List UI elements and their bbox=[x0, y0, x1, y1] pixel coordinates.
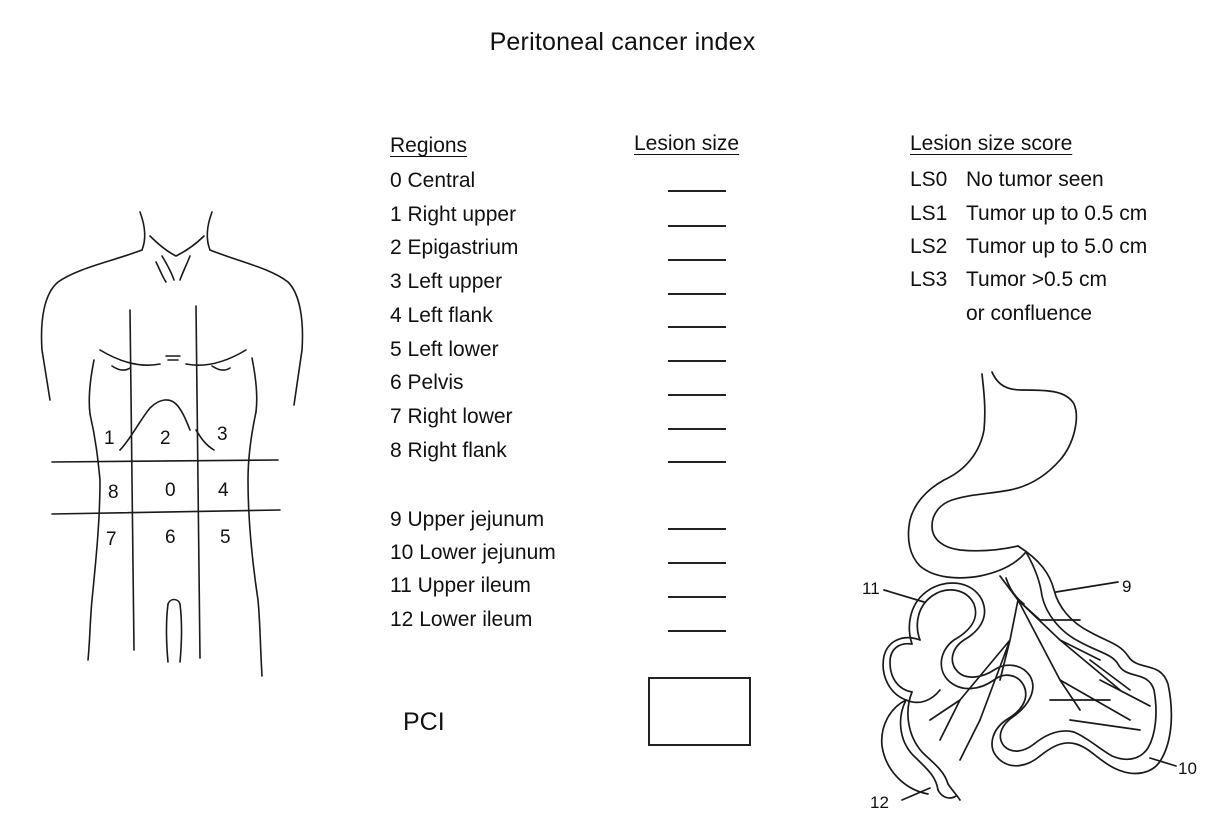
region-number-8: 8 bbox=[108, 482, 119, 503]
region-item: 5 Left lower bbox=[390, 338, 499, 362]
lesion-size-blank[interactable] bbox=[668, 293, 726, 295]
region-item: 0 Central bbox=[390, 169, 475, 193]
bowel-label-9: 9 bbox=[1122, 577, 1131, 596]
score-code: LS3 bbox=[910, 268, 947, 292]
lesion-size-blank[interactable] bbox=[668, 562, 726, 564]
lesion-size-blank[interactable] bbox=[668, 596, 726, 598]
bowel-label-10: 10 bbox=[1178, 759, 1197, 778]
lesion-size-blank[interactable] bbox=[668, 326, 726, 328]
score-code: LS0 bbox=[910, 168, 947, 192]
region-number-1: 1 bbox=[104, 428, 115, 449]
score-code: LS2 bbox=[910, 235, 947, 259]
bowel-label-11: 11 bbox=[862, 579, 880, 598]
lesion-size-score-header: Lesion size score bbox=[910, 132, 1072, 156]
region-number-6: 6 bbox=[165, 527, 176, 548]
region-item: 9 Upper jejunum bbox=[390, 508, 544, 532]
regions-header: Regions bbox=[390, 134, 467, 158]
pci-label: PCI bbox=[403, 708, 445, 737]
score-description: Tumor up to 0.5 cm bbox=[966, 202, 1147, 226]
region-item: 8 Right flank bbox=[390, 439, 507, 463]
score-description: Tumor up to 5.0 cm bbox=[966, 235, 1147, 259]
score-description: No tumor seen bbox=[966, 168, 1104, 192]
region-number-2: 2 bbox=[160, 428, 171, 449]
region-item: 11 Upper ileum bbox=[390, 574, 531, 598]
region-number-3: 3 bbox=[217, 424, 228, 445]
region-item: 6 Pelvis bbox=[390, 371, 464, 395]
abdomen-region-numbers: 1 2 3 8 0 4 7 6 5 bbox=[104, 424, 231, 550]
region-item: 1 Right upper bbox=[390, 203, 516, 227]
region-item: 7 Right lower bbox=[390, 405, 513, 429]
lesion-size-blank[interactable] bbox=[668, 461, 726, 463]
pci-total-box[interactable] bbox=[648, 677, 751, 746]
region-item: 12 Lower ileum bbox=[390, 608, 532, 632]
lesion-size-blank[interactable] bbox=[668, 528, 726, 530]
region-item: 10 Lower jejunum bbox=[390, 541, 556, 565]
lesion-size-blank[interactable] bbox=[668, 394, 726, 396]
region-item: 2 Epigastrium bbox=[390, 236, 518, 260]
region-item: 3 Left upper bbox=[390, 270, 502, 294]
lesion-size-blank[interactable] bbox=[668, 259, 726, 261]
score-description: Tumor >0.5 cm bbox=[966, 268, 1107, 292]
lesion-size-blank[interactable] bbox=[668, 428, 726, 430]
bowel-label-12: 12 bbox=[870, 793, 889, 812]
lesion-size-header: Lesion size bbox=[634, 132, 739, 156]
region-number-5: 5 bbox=[220, 527, 231, 548]
lesion-size-blank[interactable] bbox=[668, 225, 726, 227]
lesion-size-blank[interactable] bbox=[668, 630, 726, 632]
region-number-0: 0 bbox=[165, 480, 176, 501]
region-number-4: 4 bbox=[218, 480, 229, 501]
score-continuation: or confluence bbox=[966, 302, 1092, 326]
region-number-7: 7 bbox=[106, 529, 117, 550]
lesion-size-blank[interactable] bbox=[668, 190, 726, 192]
lesion-size-blank[interactable] bbox=[668, 360, 726, 362]
bowel-illustration bbox=[882, 372, 1176, 800]
region-item: 4 Left flank bbox=[390, 304, 493, 328]
score-code: LS1 bbox=[910, 202, 947, 226]
